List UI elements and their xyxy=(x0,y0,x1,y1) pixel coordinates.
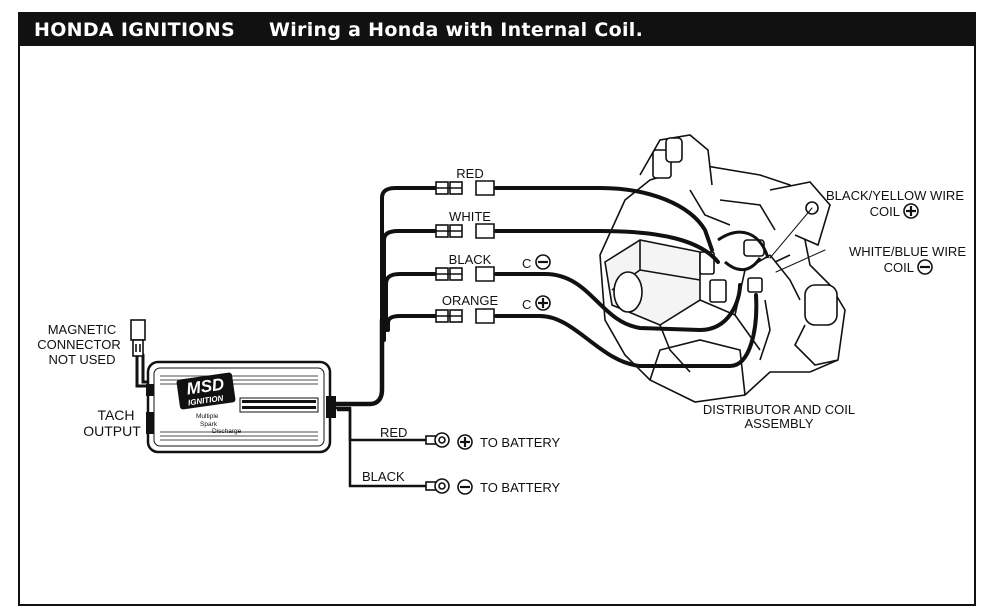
black-yellow-label-2: COIL xyxy=(870,204,900,219)
distributor-assembly xyxy=(599,134,846,403)
ring-terminal-red xyxy=(425,432,450,448)
magnetic-connector-icon xyxy=(130,319,146,357)
box-label-multiple: Multiple xyxy=(196,413,219,420)
tach-label-2: OUTPUT xyxy=(83,423,141,439)
magnetic-label-2: CONNECTOR xyxy=(37,337,121,352)
right-labels: BLACK/YELLOW WIRE COIL WHITE/BLUE WIRE C… xyxy=(703,188,966,431)
wire-label-white: WHITE xyxy=(449,209,491,224)
box-label-spark: Spark xyxy=(200,421,218,428)
box-label-discharge: Discharge xyxy=(212,428,242,435)
black-yellow-label-1: BLACK/YELLOW WIRE xyxy=(826,188,964,203)
plus-icon xyxy=(535,295,551,311)
battery-plus-icon xyxy=(457,434,473,450)
magnetic-label-1: MAGNETIC xyxy=(48,322,117,337)
wire-label-black: BLACK xyxy=(449,252,492,267)
battery-labels: RED BLACK TO BATTERY TO BATTERY xyxy=(362,425,561,495)
c-plus-label: C xyxy=(522,297,531,312)
distributor-label-2: ASSEMBLY xyxy=(744,416,813,431)
wire-connectors xyxy=(130,180,495,494)
tach-label-1: TACH xyxy=(97,407,134,423)
battery-minus-icon xyxy=(457,479,473,495)
coil-minus-icon xyxy=(917,259,933,275)
left-labels: MAGNETIC CONNECTOR NOT USED TACH OUTPUT xyxy=(37,322,141,439)
white-blue-label-1: WHITE/BLUE WIRE xyxy=(849,244,966,259)
wire-label-orange: ORANGE xyxy=(442,293,499,308)
distributor-label-1: DISTRIBUTOR AND COIL xyxy=(703,402,855,417)
section-title: HONDA IGNITIONS xyxy=(34,19,235,41)
battery-black-label: BLACK xyxy=(362,469,405,484)
white-blue-label-2: COIL xyxy=(884,260,914,275)
title-bar: HONDA IGNITIONS Wiring a Honda with Inte… xyxy=(20,14,974,46)
coil-plus-icon xyxy=(903,203,919,219)
battery-red-label: RED xyxy=(380,425,407,440)
page-title: Wiring a Honda with Internal Coil. xyxy=(268,19,644,41)
c-minus-label: C xyxy=(522,256,531,271)
minus-icon xyxy=(535,254,551,270)
to-battery-negative: TO BATTERY xyxy=(480,480,561,495)
wire-label-red: RED xyxy=(456,166,483,181)
ring-terminal-black xyxy=(425,478,450,494)
wire-labels: RED WHITE BLACK ORANGE C C xyxy=(442,166,551,312)
msd-ignition-box: MSD IGNITION Multiple Spark Discharge xyxy=(146,360,336,454)
to-battery-positive: TO BATTERY xyxy=(480,435,561,450)
harness-wires xyxy=(135,186,826,488)
magnetic-label-3: NOT USED xyxy=(49,352,116,367)
